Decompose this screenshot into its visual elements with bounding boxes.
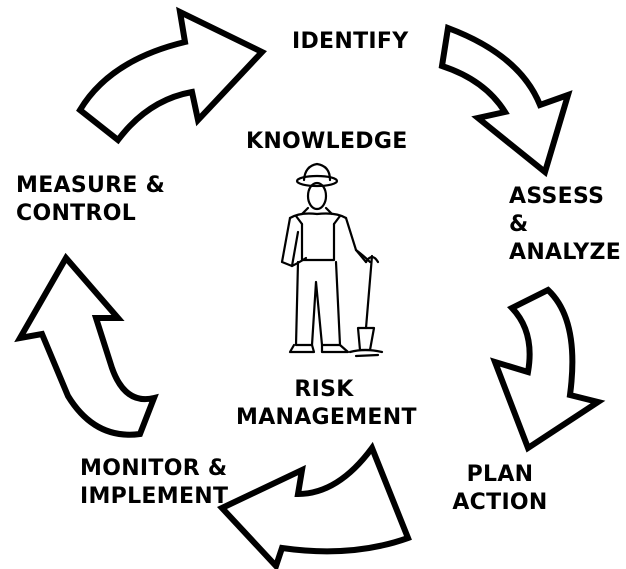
step-label-monitor-implement: MONITOR & IMPLEMENT <box>80 456 229 509</box>
farmer-with-spade-icon <box>280 162 384 358</box>
center-bottom-label: RISK MANAGEMENT <box>236 377 417 430</box>
cycle-arrow-identify-to-assess <box>438 23 573 178</box>
step-label-plan-action: PLAN ACTION <box>452 462 548 515</box>
center-top-label: KNOWLEDGE <box>246 129 408 154</box>
cycle-arrow-monitor-to-measure <box>14 252 159 438</box>
step-label-identify: IDENTIFY <box>292 29 409 54</box>
step-label-assess-analyze: ASSESS & ANALYZE <box>509 184 622 265</box>
cycle-arrow-control-to-identify <box>76 6 267 145</box>
cycle-arrow-assess-to-plan <box>490 286 606 453</box>
cycle-arrow-plan-to-monitor <box>217 441 412 569</box>
step-label-measure-control: MEASURE & CONTROL <box>16 173 166 226</box>
